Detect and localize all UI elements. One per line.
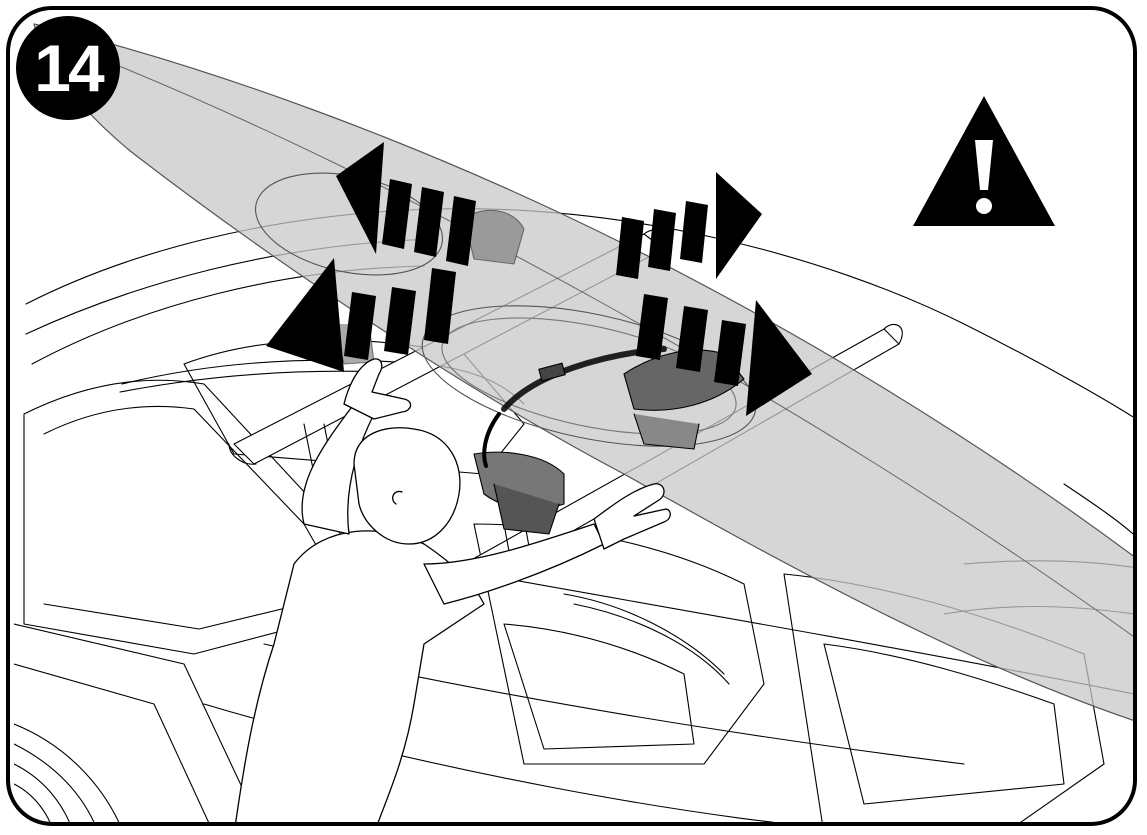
step-frame: 14 [6,6,1137,826]
double-headed-arrow-icon [616,172,762,279]
double-headed-arrow-icon [266,258,456,372]
person [233,358,671,822]
double-headed-arrow-icon [636,294,812,416]
double-headed-arrow-icon [336,142,476,266]
step-badge: 14 [16,16,120,120]
slide-arrows [266,142,812,416]
kayak-hull [33,23,1133,725]
warning-triangle-icon [913,96,1055,226]
illustration [14,23,1133,822]
step-number: 14 [34,31,104,105]
